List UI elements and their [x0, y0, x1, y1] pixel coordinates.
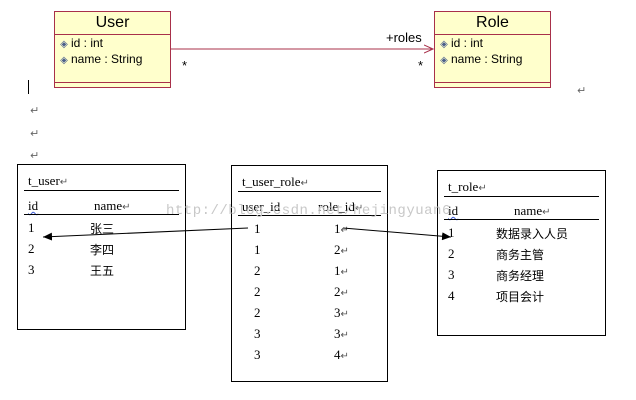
column-header-name: name↵ — [514, 203, 551, 218]
table-row-4-name: 项目会计 — [496, 290, 545, 304]
attr-id: ◈id : int — [435, 35, 550, 51]
table-row-3-user-id: 2 — [254, 263, 261, 278]
table-row-2-user-id: 1 — [254, 242, 261, 257]
attribute-icon: ◈ — [60, 39, 68, 50]
table-t-role: t_role↵ id name↵ 1 数据录入人员 2 商务主管 3 商务经理 … — [437, 170, 606, 336]
header-top-rule — [24, 190, 179, 191]
text-cursor — [28, 80, 29, 94]
association-role-label: +roles — [386, 30, 422, 45]
header-bottom-rule — [238, 215, 381, 216]
table-row-7-user-id: 3 — [254, 347, 261, 362]
table-row-2-name: 商务主管 — [496, 248, 545, 262]
column-header-id: id — [28, 198, 39, 213]
header-top-rule — [444, 196, 599, 197]
table-name: t_user_role↵ — [242, 174, 309, 189]
column-header-id: id — [448, 203, 459, 218]
operations-divider — [55, 82, 170, 83]
paragraph-mark: ↵ — [577, 84, 587, 97]
paragraph-mark: ↵ — [30, 127, 40, 140]
table-t-user: t_user↵ id name↵ 1 张三 2 李四 3 王五 — [17, 164, 186, 330]
multiplicity-right: * — [418, 58, 424, 73]
table-row-6-role-id: 3↵ — [334, 326, 349, 341]
header-bottom-rule — [24, 214, 179, 215]
paragraph-mark: ↵ — [30, 149, 40, 162]
table-t-user-role: t_user_role↵ user_id role_id↵ 1 1↵ 1 2↵ … — [231, 165, 388, 382]
table-row-2-role-id: 2↵ — [334, 242, 349, 257]
watermark: http://blog.csdn.net/hejingyuan6 — [166, 203, 451, 219]
table-row-1-id: 1 — [28, 220, 35, 235]
uml-class-role: Role ◈id : int ◈name : String — [434, 11, 551, 88]
attribute-icon: ◈ — [60, 55, 68, 66]
table-row-5-user-id: 2 — [254, 305, 261, 320]
table-row-2-id: 2 — [28, 241, 35, 256]
attr-name: ◈name : String — [435, 51, 550, 67]
attr-name: ◈name : String — [55, 51, 170, 67]
column-header-user-id: user_id — [242, 199, 281, 214]
class-title-user: User — [55, 12, 170, 35]
table-name: t_user↵ — [28, 173, 69, 188]
table-row-1-role-id: 1↵ — [334, 221, 349, 236]
attribute-icon: ◈ — [440, 39, 448, 50]
class-title-role: Role — [435, 12, 550, 35]
table-row-1-id: 1 — [448, 225, 455, 240]
column-header-name: name↵ — [94, 198, 131, 213]
table-row-3-id: 3 — [28, 262, 35, 277]
attribute-icon: ◈ — [440, 55, 448, 66]
paragraph-mark: ↵ — [30, 104, 40, 117]
table-row-6-user-id: 3 — [254, 326, 261, 341]
table-name: t_role↵ — [448, 179, 487, 194]
table-row-2-name: 李四 — [90, 243, 115, 257]
table-row-1-user-id: 1 — [254, 221, 261, 236]
table-row-3-name: 商务经理 — [496, 269, 545, 283]
table-row-4-user-id: 2 — [254, 284, 261, 299]
table-row-7-role-id: 4↵ — [334, 347, 349, 362]
column-header-role-id: role_id↵ — [318, 199, 364, 214]
header-top-rule — [238, 191, 381, 192]
table-row-2-id: 2 — [448, 246, 455, 261]
table-row-3-name: 王五 — [90, 264, 115, 278]
table-row-3-role-id: 1↵ — [334, 263, 349, 278]
header-bottom-rule — [444, 219, 599, 220]
multiplicity-left: * — [182, 58, 188, 73]
table-row-4-role-id: 2↵ — [334, 284, 349, 299]
uml-class-user: User ◈id : int ◈name : String — [54, 11, 171, 88]
table-row-3-id: 3 — [448, 267, 455, 282]
table-row-4-id: 4 — [448, 288, 455, 303]
table-row-1-name: 张三 — [90, 222, 115, 236]
operations-divider — [435, 82, 550, 83]
attr-id: ◈id : int — [55, 35, 170, 51]
table-row-1-name: 数据录入人员 — [496, 227, 569, 241]
table-row-5-role-id: 3↵ — [334, 305, 349, 320]
